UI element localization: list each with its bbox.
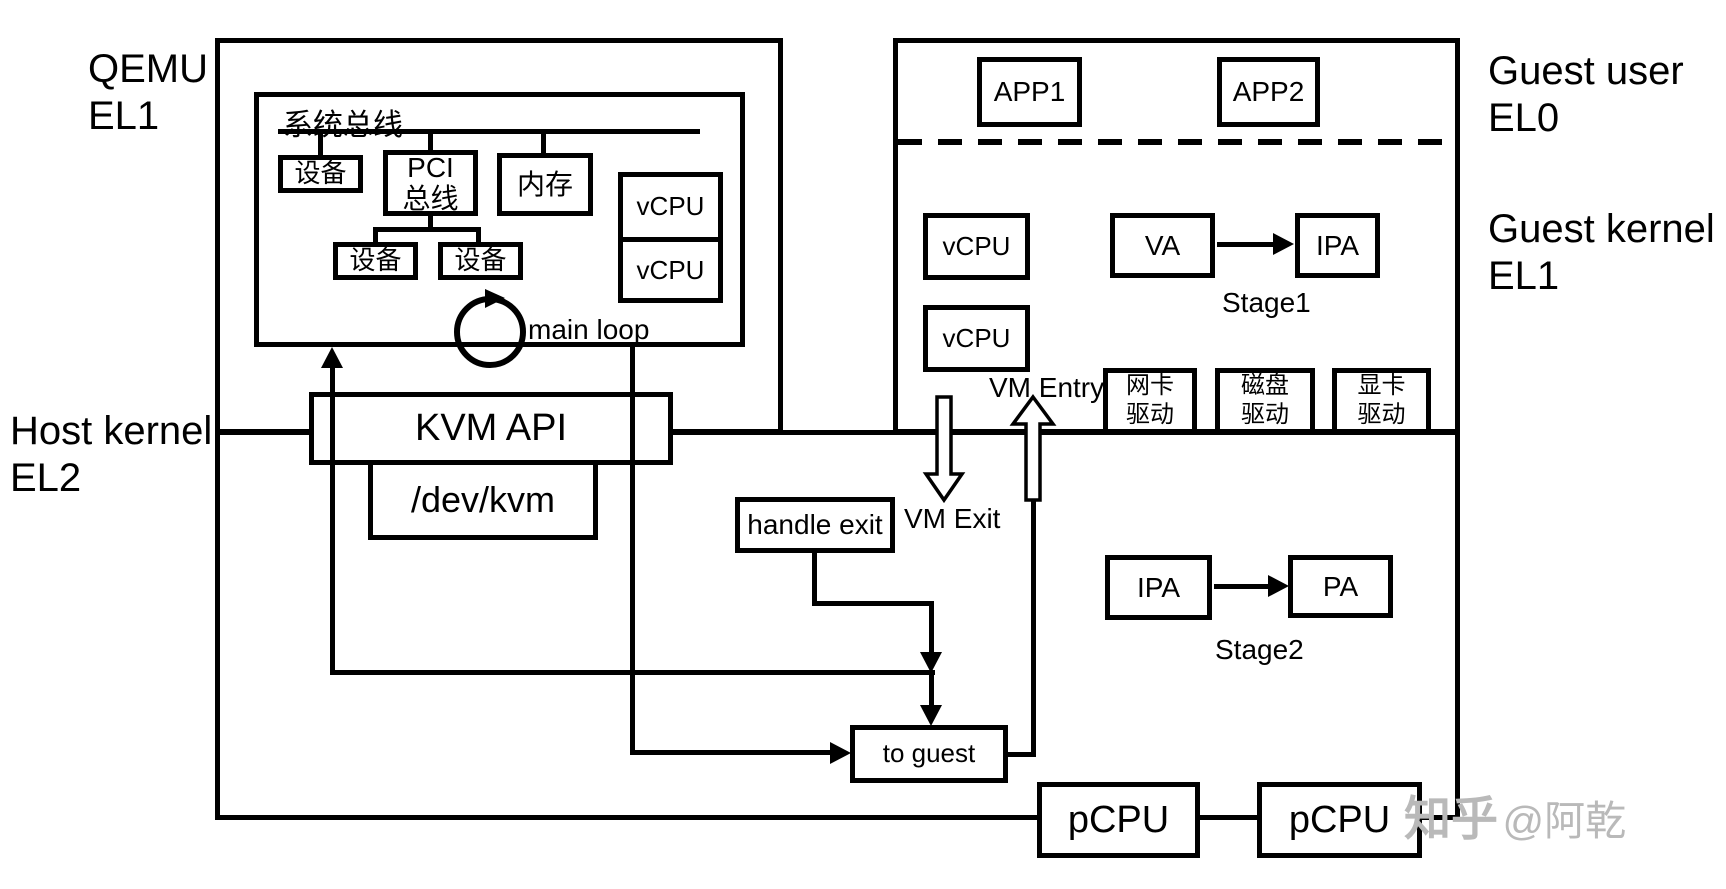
guest-vcpu-1: vCPU: [923, 213, 1030, 280]
to-guest-out-line-h: [1008, 752, 1036, 757]
qemu-label-line2: EL1: [88, 94, 160, 139]
app2-box: APP2: [1217, 57, 1320, 127]
host-label-line2: EL2: [10, 456, 82, 501]
guest-kernel-el1-label: Guest kernel EL1: [1488, 206, 1715, 300]
watermark: 知乎 @阿乾: [1404, 780, 1626, 849]
va-box: VA: [1110, 213, 1215, 278]
pci-child-bar: [373, 227, 481, 232]
device-box-1: 设备: [278, 155, 363, 193]
vm-entry-arrow-icon: [1009, 394, 1057, 502]
guest-vcpu-2: vCPU: [923, 305, 1030, 372]
host-kernel-region-box: [215, 430, 1460, 820]
vm-exit-arrow-icon: [922, 395, 966, 504]
disk-driver-box: 磁盘 驱动: [1215, 368, 1315, 434]
qemu-to-guest-line-h: [630, 750, 830, 755]
system-bus-line: [278, 129, 700, 134]
main-loop-icon: [454, 289, 526, 368]
watermark-brand: 知乎: [1404, 792, 1498, 845]
host-kernel-el2-label: Host kernel EL2: [10, 408, 212, 502]
pci-bus-line1: PCI: [407, 151, 454, 183]
qemu-vcpu-1: vCPU: [636, 191, 705, 222]
return-to-qemu-line: [330, 360, 335, 675]
ipa-stage1-box: IPA: [1295, 213, 1380, 278]
guest-user-label-line1: Guest user: [1488, 49, 1684, 93]
gpu-driver-box: 显卡 驱动: [1332, 368, 1431, 434]
nic-driver-box: 网卡 驱动: [1103, 368, 1197, 434]
arrowhead-ipa-pa: [1268, 575, 1289, 597]
handle-exit-box: handle exit: [735, 497, 895, 553]
nic-driver-line2: 驱动: [1126, 401, 1174, 428]
arrowhead-down-2: [920, 705, 942, 726]
ipa-to-pa-line: [1214, 584, 1270, 589]
kvm-api-box: KVM API: [309, 392, 673, 465]
memory-box: 内存: [497, 153, 593, 216]
qemu-vcpu-stack: vCPU vCPU: [618, 172, 723, 303]
pcpu-box-2: pCPU: [1257, 782, 1422, 858]
handle-exit-line-v2: [929, 601, 934, 656]
gpu-driver-line2: 驱动: [1357, 401, 1406, 428]
arrowhead-va-ipa: [1273, 233, 1294, 255]
guest-user-label-line2: EL0: [1488, 96, 1560, 141]
dev-kvm-box: /dev/kvm: [368, 460, 598, 540]
ipa-stage2-box: IPA: [1105, 555, 1212, 620]
handle-exit-line-v3: [929, 673, 934, 708]
vm-exit-label: VM Exit: [904, 503, 1001, 534]
disk-driver-line1: 磁盘: [1241, 372, 1289, 400]
va-to-ipa-line: [1217, 242, 1275, 247]
watermark-handle: @阿乾: [1502, 798, 1627, 844]
to-guest-out-line-v: [1031, 500, 1036, 757]
to-guest-box: to guest: [850, 725, 1008, 783]
el0-el1-dashed-divider: [898, 139, 1455, 145]
disk-driver-line2: 驱动: [1241, 401, 1289, 428]
arrowhead-down-1: [920, 652, 942, 673]
nic-driver-line1: 网卡: [1126, 372, 1174, 400]
qemu-to-guest-line: [630, 347, 635, 755]
gpu-driver-line1: 显卡: [1357, 372, 1406, 400]
pci-child-stub-right: [476, 227, 481, 245]
device-box-2: 设备: [333, 242, 418, 280]
guest-user-el0-label: Guest user EL0: [1488, 48, 1684, 142]
stage2-label: Stage2: [1215, 634, 1304, 665]
handle-exit-line-h: [812, 601, 934, 606]
host-label-line1: Host kernel: [10, 409, 213, 453]
pci-bus-box: PCI 总线: [383, 150, 478, 216]
vm-entry-label: VM Entry: [989, 372, 1105, 403]
pa-box: PA: [1288, 555, 1393, 618]
system-bus-label: 系统总线: [283, 109, 403, 142]
pcpu-box-1: pCPU: [1037, 782, 1200, 858]
pci-child-stub: [428, 214, 433, 232]
bus-stub-device1: [318, 129, 323, 159]
pci-bus-line2: 总线: [402, 183, 459, 214]
main-loop-label: main loop: [528, 314, 650, 345]
arrowhead-up-to-qemu: [321, 347, 343, 368]
qemu-label-line1: QEMU: [88, 47, 208, 91]
stage1-label: Stage1: [1222, 287, 1311, 318]
arrowhead-into-to-guest: [830, 742, 851, 764]
pci-child-stub-left: [373, 227, 378, 245]
device-box-3: 设备: [438, 242, 523, 280]
qemu-vcpu-2: vCPU: [636, 255, 705, 286]
bus-stub-pci: [428, 129, 433, 155]
app1-box: APP1: [977, 57, 1082, 127]
handle-exit-line-v1: [812, 551, 817, 606]
guest-kernel-label-line1: Guest kernel: [1488, 207, 1715, 251]
vcpu-stack-divider: [623, 237, 718, 242]
qemu-el1-label: QEMU EL1: [88, 46, 208, 140]
bus-stub-memory: [541, 129, 546, 157]
guest-kernel-label-line2: EL1: [1488, 254, 1560, 299]
